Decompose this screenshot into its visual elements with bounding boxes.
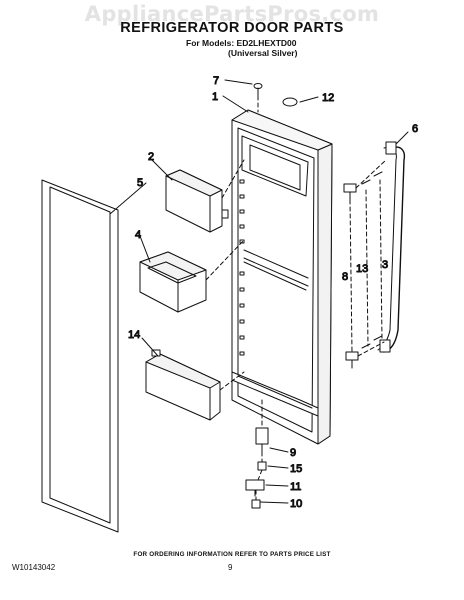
callout-8: 8 (342, 271, 348, 283)
callout-13: 13 (356, 263, 368, 275)
lower-hinge-hardware (245, 427, 269, 509)
top-plug (282, 97, 298, 107)
upper-door-bin (165, 169, 229, 233)
liner-rail-holes (239, 179, 245, 356)
callout-2: 2 (148, 151, 154, 163)
callout-5: 5 (137, 177, 143, 189)
document-number: W10143042 (12, 563, 56, 572)
middle-door-bin (139, 251, 207, 313)
callout-9: 9 (290, 447, 296, 459)
page-title: REFRIGERATOR DOOR PARTS (120, 20, 344, 36)
callout-11: 11 (290, 481, 301, 493)
callout-10: 10 (290, 498, 302, 510)
handle-mount-upper (343, 183, 357, 201)
bottom-door-bin (145, 349, 221, 421)
callout-4: 4 (135, 229, 141, 241)
door-handle (377, 141, 406, 353)
callout-12: 12 (322, 92, 334, 104)
handle-screws (361, 171, 383, 349)
door-liner (231, 109, 333, 445)
leader-lines (109, 79, 409, 504)
callout-1: 1 (212, 91, 218, 103)
callout-15: 15 (290, 463, 302, 475)
callout-6: 6 (412, 123, 418, 135)
watermark-text: AppliancePartsPros.com (84, 2, 380, 26)
ordering-note: FOR ORDERING INFORMATION REFER TO PARTS … (133, 551, 331, 558)
door-gasket (41, 179, 119, 533)
color-line: (Universal Silver) (228, 48, 298, 58)
models-line: For Models: ED2LHEXTD00 (186, 38, 297, 48)
page-number: 9 (228, 563, 233, 572)
top-screw (253, 83, 263, 97)
callout-7: 7 (213, 75, 219, 87)
handle-mount-lower (345, 351, 359, 369)
projection-lines (205, 95, 387, 501)
callout-14: 14 (128, 329, 140, 341)
callout-3: 3 (382, 259, 388, 271)
